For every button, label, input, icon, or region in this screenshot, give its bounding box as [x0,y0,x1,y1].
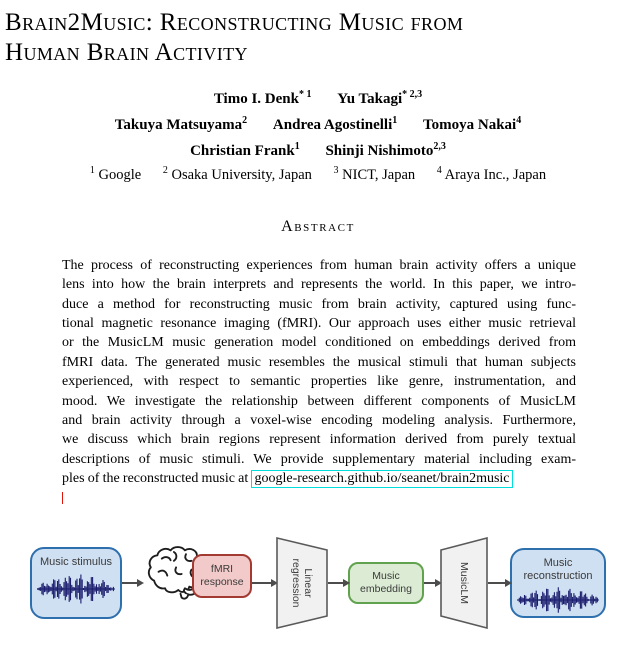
author-row: Christian Frank1 Shinji Nishimoto2,3 [0,136,636,162]
abstract-line: or the MusicLM music generation model co… [62,335,576,351]
abstract-line: lens into how the brain interprets and r… [62,277,576,293]
abstract-line: tional magnetic resonance imaging (fMRI)… [62,316,576,332]
abstract-line: duce a method for reconstructing music f… [62,296,576,312]
affiliation: 1 Google [89,165,142,183]
paper-title: Brain2Music: Reconstructing Music from H… [5,8,636,68]
abstract-line: The process of reconstructing experience… [62,257,576,273]
waveform-icon [37,574,115,604]
author-row: Timo I. Denk* 1 Yu Takagi* 2,3 [0,84,636,110]
pipeline-figure: Music stimulus fMRI response [0,525,636,641]
fmri-response-label: fMRI response [200,563,244,588]
arrow-embedding-to-musiclm [424,579,442,586]
author-affiliation-sup: 2,3 [433,141,446,152]
author-name: Shinji Nishimoto2,3 [325,141,446,159]
abstract-line: experienced, with respect to semantic pr… [62,374,576,390]
author-block: Timo I. Denk* 1 Yu Takagi* 2,3 Takuya Ma… [0,84,636,184]
arrow-fmri-to-regression [252,579,278,586]
abstract-line: mood. We investigate the relationship be… [62,393,576,409]
abstract-line: and brain activity through a voxel-wise … [62,413,576,429]
affiliation: 4 Araya Inc., Japan [436,165,547,183]
music-stimulus-box: Music stimulus [30,547,122,619]
linear-regression-block: Linear regression [276,537,328,629]
arrow-regression-to-embedding [328,579,350,586]
encoder-trapezoid-shape [276,537,328,629]
author-affiliation-sup: * 1 [299,89,312,100]
abstract-line: descriptions of music stimuli. We provid… [62,451,576,467]
music-embedding-box: Music embedding [348,562,424,604]
waveform-icon [517,587,599,613]
music-stimulus-label: Music stimulus [39,556,113,568]
paper-title-line1: Brain2Music: Reconstructing Music from [5,9,464,36]
author-name: Timo I. Denk* 1 [213,89,312,107]
affiliation: 3 NICT, Japan [333,165,416,183]
author-affiliation-sup: 1 [392,115,398,126]
arrow-stimulus-to-brain [122,579,144,586]
linear-regression-label: Linear regression [290,558,315,608]
musiclm-label: MusicLM [458,561,471,604]
author-name: Christian Frank1 [190,141,300,159]
affiliation: 2 Osaka University, Japan [162,165,312,183]
abstract-heading: Abstract [281,217,355,235]
music-embedding-label: Music embedding [360,570,412,595]
supplementary-material-link[interactable]: google-research.github.io/seanet/brain2m… [251,470,513,489]
author-name: Tomoya Nakai4 [423,115,522,133]
author-affiliation-sup: 2 [242,115,248,126]
decoder-trapezoid-shape [440,537,488,629]
author-affiliation-sup: * 2,3 [402,89,423,100]
abstract-line: fMRI data. The generated music resembles… [62,354,576,370]
author-name: Yu Takagi* 2,3 [337,89,423,107]
abstract-last-line: ples of the reconstructed music at googl… [62,469,576,489]
abstract-line: we discuss which brain regions represent… [62,432,576,448]
author-affiliation-sup: 1 [294,141,300,152]
music-reconstruction-box: Music reconstruction [510,548,606,618]
author-row: Takuya Matsuyama2 Andrea Agostinelli1 To… [0,110,636,136]
wrapped-link-marker[interactable] [62,491,63,504]
author-name: Andrea Agostinelli1 [272,115,398,133]
author-name: Takuya Matsuyama2 [114,115,248,133]
musiclm-block: MusicLM [440,537,488,629]
arrow-musiclm-to-reconstruction [488,579,512,586]
fmri-response-box: fMRI response [192,554,252,598]
paper-title-line2: Human Brain Activity [5,39,248,66]
music-reconstruction-label: Music reconstruction [523,557,593,582]
affiliation-line: 1 Google 2 Osaka University, Japan 3 NIC… [0,165,636,184]
author-affiliation-sup: 4 [516,115,522,126]
abstract-body: The process of reconstructing experience… [62,256,576,504]
